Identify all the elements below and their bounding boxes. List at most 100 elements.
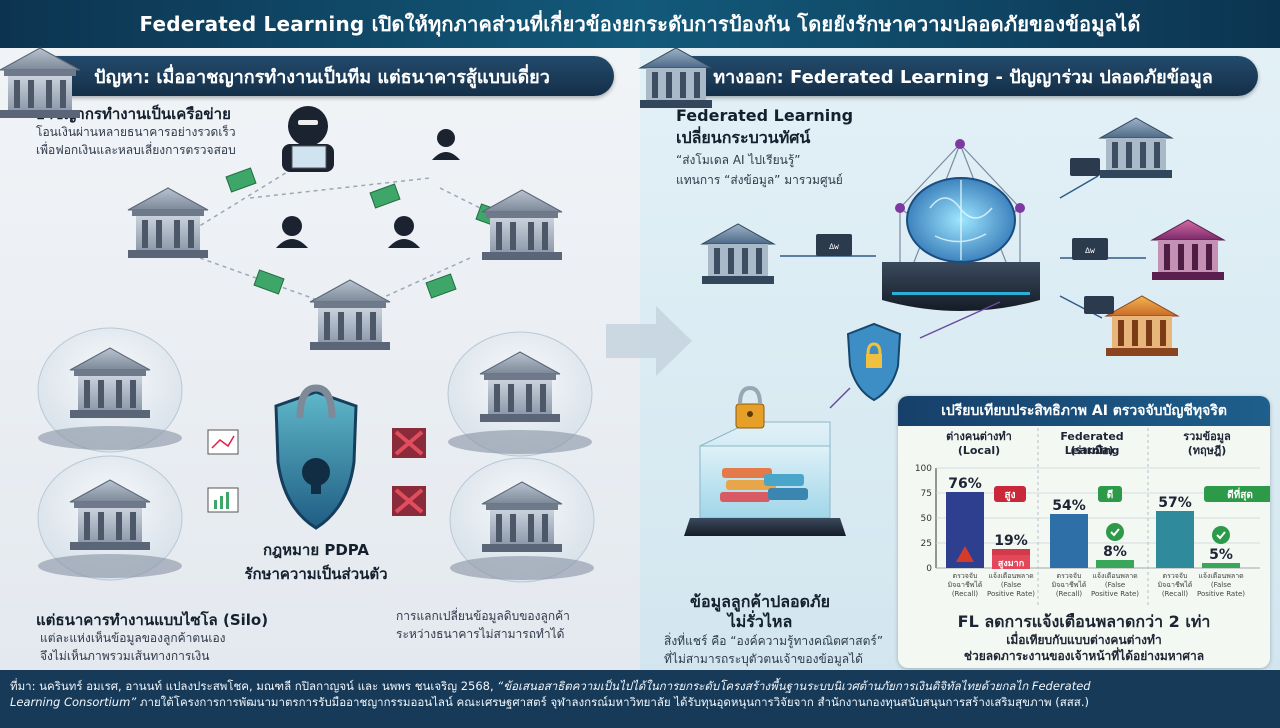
summary-line-2: เมื่อเทียบกับแบบต่างคนต่างทำ bbox=[1006, 633, 1162, 647]
fpr-axis-label: แจ้งเตือนพลาด bbox=[1092, 572, 1137, 580]
ai-server-platform bbox=[882, 262, 1040, 311]
comparison-title: เปรียบเทียบประสิทธิภาพ AI ตรวจจับบัญชีทุ… bbox=[898, 396, 1270, 426]
fpr-axis-label: Positive Rate) bbox=[987, 590, 1035, 598]
source-title-end: Learning Consortium” bbox=[10, 695, 137, 709]
secure-data-vault bbox=[684, 385, 846, 536]
group-title-central: รวมข้อมูล bbox=[1183, 430, 1231, 443]
solution-heading: ทางออก: Federated Learning - ปัญญาร่วม ป… bbox=[668, 56, 1258, 96]
source-funding: ภายใต้โครงการการพัฒนามาตรการรับมืออาชญาก… bbox=[136, 695, 1089, 709]
check-icon bbox=[1212, 526, 1230, 544]
hacker-icon bbox=[282, 106, 334, 172]
summary-headline: FL ลดการแจ้งเตือนพลาดกว่า 2 เท่า bbox=[957, 612, 1211, 631]
warning-icon bbox=[956, 546, 974, 562]
silo-bank-dome bbox=[447, 331, 593, 457]
recall-axis-label: มิจฉาชีพได้ bbox=[1158, 580, 1193, 589]
infographic-title: Federated Learning เปิดให้ทุกภาคส่วนที่เ… bbox=[0, 0, 1280, 48]
y-tick-label: 100 bbox=[915, 464, 932, 474]
y-tick-label: 25 bbox=[921, 539, 932, 549]
group-title-fl: Federated Learning bbox=[1060, 430, 1124, 457]
recall-axis-label: ตรวจจับ bbox=[953, 572, 978, 580]
group-subtitle-fl: (ร่วมมือ) bbox=[1070, 444, 1114, 457]
svg-text:∆w: ∆w bbox=[828, 242, 839, 251]
fpr-bar bbox=[1202, 563, 1240, 568]
criminal-network-illustration bbox=[0, 47, 595, 583]
bank-icon bbox=[481, 189, 563, 261]
bank-icon bbox=[127, 187, 209, 259]
recall-value-label: 57% bbox=[1158, 495, 1192, 511]
silo-bank-dome bbox=[449, 457, 595, 583]
fpr-value-label: 19% bbox=[994, 533, 1028, 549]
blocked-data-icon bbox=[392, 428, 426, 516]
rating-badge bbox=[1204, 486, 1270, 502]
problem-heading: ปัญหา: เมื่ออาชญากรทำงานเป็นทีม แต่ธนาคา… bbox=[30, 56, 614, 96]
fpr-axis-label: แจ้งเตือนพลาด bbox=[988, 572, 1033, 580]
bank-icon bbox=[1150, 219, 1226, 280]
transition-arrow-icon bbox=[606, 306, 692, 376]
silo-title: แต่ธนาคารทำงานแบบไซโล (Silo) bbox=[36, 611, 269, 629]
security-shield-icon bbox=[846, 322, 902, 402]
rating-badge-text: ดี bbox=[1107, 489, 1114, 501]
fpr-axis-label: (False bbox=[1211, 581, 1231, 589]
criminal-icon bbox=[276, 129, 460, 248]
silo-bank-dome bbox=[37, 455, 183, 581]
pdpa-subtitle: รักษาความเป็นส่วนตัว bbox=[244, 565, 388, 583]
network-desc-1: โอนเงินผ่านหลายธนาคารอย่างรวดเร็ว bbox=[36, 125, 236, 139]
recall-axis-label: มิจฉาชีพได้ bbox=[1052, 580, 1087, 589]
recall-axis-label: ตรวจจับ bbox=[1163, 572, 1188, 580]
rating-badge-text: สูง bbox=[1005, 490, 1016, 502]
safe-title-1: ข้อมูลลูกค้าปลอดภัย bbox=[690, 592, 830, 611]
exchange-desc-2: ระหว่างธนาคารไม่สามารถทำได้ bbox=[396, 627, 565, 641]
recall-axis-label: (Recall) bbox=[1056, 590, 1083, 598]
svg-text:∆w: ∆w bbox=[1084, 246, 1095, 255]
comparison-bar-chart: 100755025076%19%สูงสูงมากตรวจจับมิจฉาชีพ… bbox=[915, 428, 1270, 606]
fpr-bar bbox=[1096, 560, 1134, 568]
fl-title-2: เปลี่ยนกระบวนทัศน์ bbox=[676, 128, 811, 147]
group-subtitle-local: (Local) bbox=[957, 444, 1001, 457]
fpr-axis-label: (False bbox=[1105, 581, 1125, 589]
exchange-desc-1: การแลกเปลี่ยนข้อมูลดิบของลูกค้า bbox=[396, 609, 570, 623]
silo-desc-2: จึงไม่เห็นภาพรวมเส้นทางการเงิน bbox=[40, 649, 210, 663]
recall-value-label: 54% bbox=[1052, 498, 1086, 514]
recall-bar bbox=[1156, 511, 1194, 568]
rating-badge bbox=[1098, 486, 1122, 502]
y-tick-label: 75 bbox=[921, 489, 932, 499]
group-subtitle-central: (ทฤษฎี) bbox=[1187, 444, 1227, 457]
y-tick-label: 50 bbox=[921, 514, 933, 524]
safe-title-2: ไม่รั่วไหล bbox=[727, 612, 793, 631]
bank-icon bbox=[309, 279, 391, 351]
fpr-value-label: 8% bbox=[1103, 544, 1127, 560]
source-line-2: Learning Consortium” ภายใต้โครงการการพัฒ… bbox=[10, 694, 1270, 710]
check-mark bbox=[1216, 531, 1226, 540]
rating-badge bbox=[994, 486, 1026, 502]
federated-learning-illustration: ∆w ∆w bbox=[638, 47, 1226, 536]
fpr-axis-label: แจ้งเตือนพลาด bbox=[1198, 572, 1243, 580]
share-desc-2: ที่ไม่สามารถระบุตัวตนเจ้าของข้อมูลได้ bbox=[664, 652, 863, 666]
bank-icon bbox=[701, 223, 775, 285]
fpr-axis-label: Positive Rate) bbox=[1091, 590, 1139, 598]
fpr-value-label: 5% bbox=[1209, 547, 1233, 563]
fl-desc-1: “ส่งโมเดล AI ไปเรียนรู้” bbox=[676, 153, 801, 167]
summary-line-3: ช่วยลดภาระงานของเจ้าหน้าที่ได้อย่างมหาศา… bbox=[963, 649, 1205, 663]
fl-title-1: Federated Learning bbox=[676, 106, 854, 125]
network-desc-2: เพื่อฟอกเงินและหลบเลี่ยงการตรวจสอบ bbox=[36, 143, 236, 157]
pdpa-title: กฎหมาย PDPA bbox=[262, 541, 370, 559]
source-authors: ที่มา: นครินทร์ อมเรศ, อานนท์ แปลงประสพโ… bbox=[10, 679, 498, 693]
document-icon bbox=[207, 429, 239, 513]
check-mark bbox=[1110, 528, 1120, 537]
recall-axis-label: ตรวจจับ bbox=[1057, 572, 1082, 580]
model-update-card: ∆w ∆w bbox=[816, 158, 1114, 314]
fpr-tag-text: สูงมาก bbox=[998, 559, 1024, 569]
recall-axis-label: (Recall) bbox=[952, 590, 979, 598]
money-icon bbox=[225, 167, 507, 299]
rating-badge-text: ดีที่สุด bbox=[1227, 487, 1253, 501]
source-footer: ที่มา: นครินทร์ อมเรศ, อานนท์ แปลงประสพโ… bbox=[0, 670, 1280, 728]
bank-icon bbox=[1099, 117, 1173, 179]
recall-axis-label: มิจฉาชีพได้ bbox=[948, 580, 983, 589]
recall-axis-label: (Recall) bbox=[1162, 590, 1189, 598]
network-title: อาชญากรทำงานเป็นเครือข่าย bbox=[36, 105, 231, 123]
silo-bank-dome bbox=[37, 327, 183, 453]
y-tick-label: 0 bbox=[926, 564, 932, 574]
bank-icon bbox=[1104, 295, 1180, 356]
fpr-axis-label: Positive Rate) bbox=[1197, 590, 1245, 598]
fpr-tag bbox=[992, 555, 1030, 569]
